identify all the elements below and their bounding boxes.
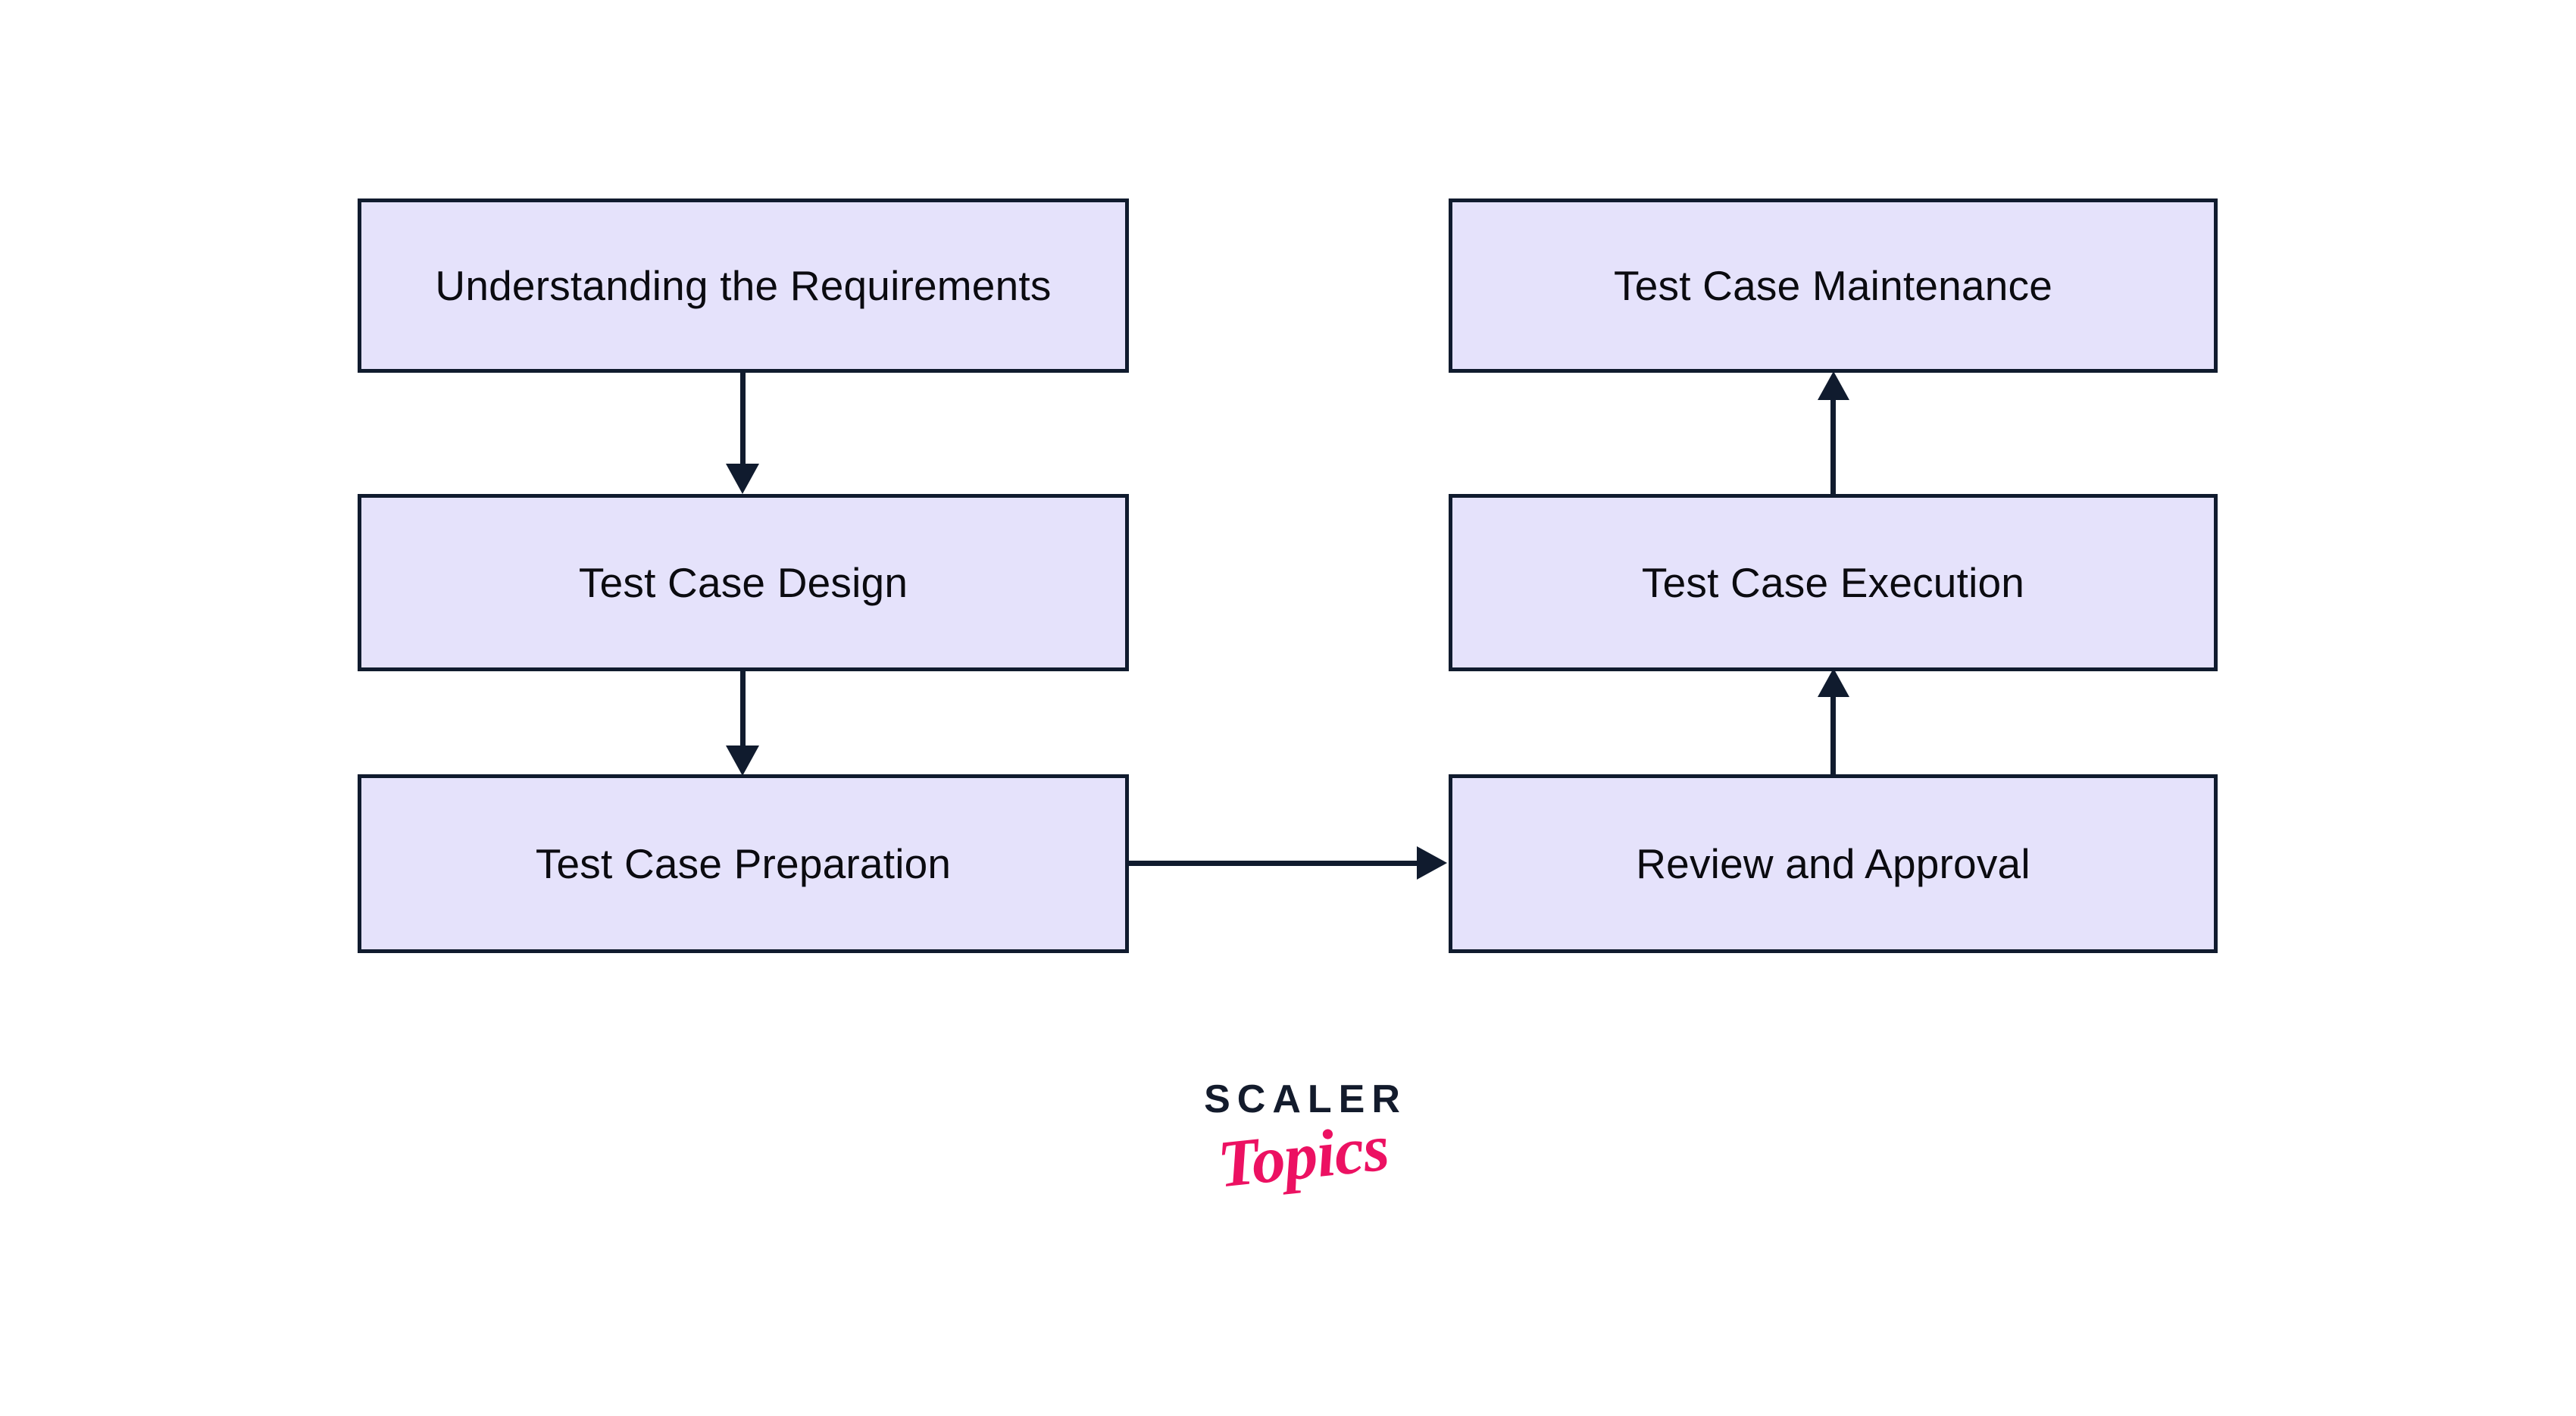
scaler-topics-logo: SCALER Topics xyxy=(1182,1080,1424,1254)
flow-node-test-case-preparation[interactable]: Test Case Preparation xyxy=(358,774,1129,953)
flow-node-label: Understanding the Requirements xyxy=(435,261,1052,309)
flow-node-test-case-design[interactable]: Test Case Design xyxy=(358,494,1129,671)
arrowhead-down-icon xyxy=(726,746,759,776)
flow-node-label: Test Case Preparation xyxy=(535,839,952,887)
connector-line xyxy=(740,373,746,465)
flow-node-label: Test Case Design xyxy=(578,558,908,606)
brand-wordmark: SCALER xyxy=(1204,1077,1407,1121)
flow-node-understanding-the-requirements[interactable]: Understanding the Requirements xyxy=(358,198,1129,373)
flow-node-test-case-maintenance[interactable]: Test Case Maintenance xyxy=(1449,198,2218,373)
connector-line xyxy=(1129,861,1418,866)
connector-line xyxy=(740,671,746,747)
arrowhead-right-icon xyxy=(1417,846,1447,880)
flow-node-label: Test Case Execution xyxy=(1641,558,2025,606)
flow-node-test-case-execution[interactable]: Test Case Execution xyxy=(1449,494,2218,671)
connector-line xyxy=(1830,397,1836,495)
connector-line xyxy=(1830,694,1836,776)
arrowhead-down-icon xyxy=(726,464,759,494)
arrowhead-up-icon xyxy=(1818,371,1849,400)
flow-node-review-and-approval[interactable]: Review and Approval xyxy=(1449,774,2218,953)
brand-script-topics: Topics xyxy=(1214,1111,1393,1202)
arrowhead-up-icon xyxy=(1818,668,1849,697)
flow-node-label: Test Case Maintenance xyxy=(1614,261,2052,309)
flow-node-label: Review and Approval xyxy=(1636,839,2030,887)
